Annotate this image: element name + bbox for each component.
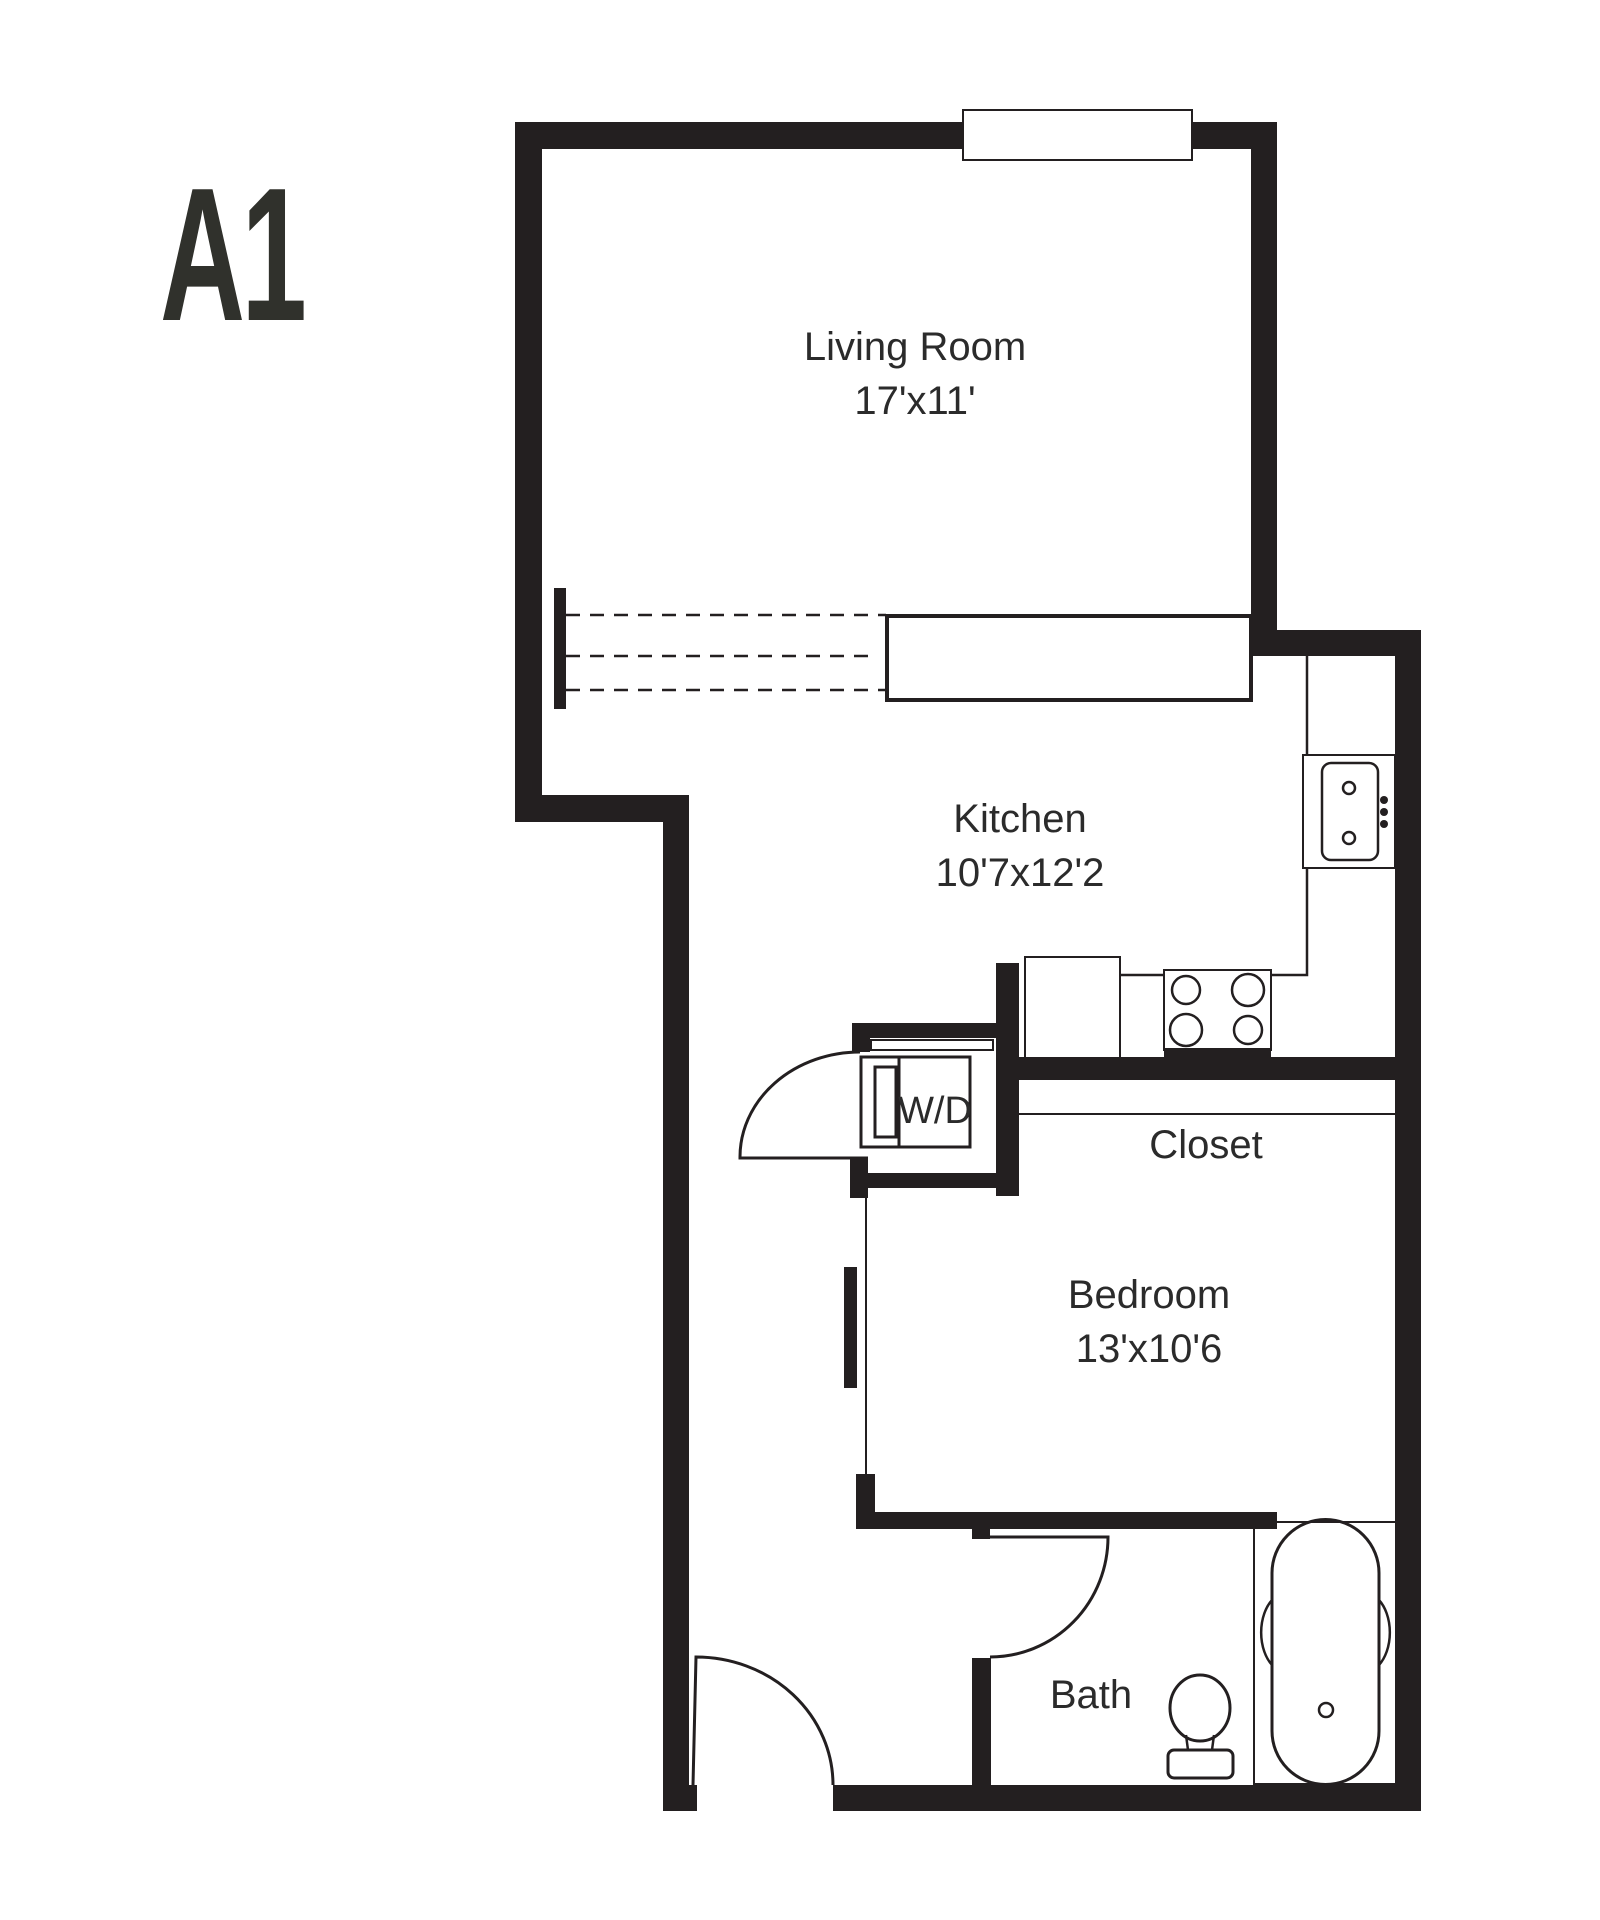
room-name: Bedroom: [1067, 1273, 1231, 1317]
unit-title: A1: [160, 149, 307, 361]
room-bath: Bath: [1050, 1668, 1132, 1722]
kitchen-island: [885, 614, 1253, 702]
door-swing-bath: [980, 1535, 1110, 1659]
sink-icon: [1302, 754, 1396, 869]
washer-dryer-icon: [859, 1055, 972, 1149]
door-swing-entry: [691, 1655, 835, 1786]
room-size: 10'7x12'2: [935, 851, 1105, 895]
room-size: 13'x10'6: [1075, 1327, 1223, 1371]
room-name: Closet: [1149, 1123, 1263, 1167]
toilet-icon: [1168, 1673, 1232, 1743]
room-closet: Closet: [1149, 1118, 1262, 1172]
room-name: Living Room: [803, 325, 1027, 369]
walls: [515, 122, 1421, 1811]
room-name: Bath: [1049, 1673, 1133, 1717]
room-size: 17'x11': [854, 379, 976, 423]
wd-label: W/D: [898, 1090, 972, 1132]
bathtub-icon: [1253, 1521, 1397, 1785]
room-kitchen: Kitchen 10'7x12'2: [936, 792, 1105, 900]
window-icon: [962, 109, 1193, 161]
stove-icon: [1163, 969, 1272, 1051]
fixtures: [566, 109, 1397, 1786]
door-swing-wd: [738, 1050, 868, 1160]
fridge-icon: [1024, 956, 1121, 1060]
room-bedroom: Bedroom 13'x10'6: [1068, 1268, 1230, 1376]
room-name: Kitchen: [953, 797, 1087, 841]
room-living: Living Room 17'x11': [804, 320, 1026, 428]
